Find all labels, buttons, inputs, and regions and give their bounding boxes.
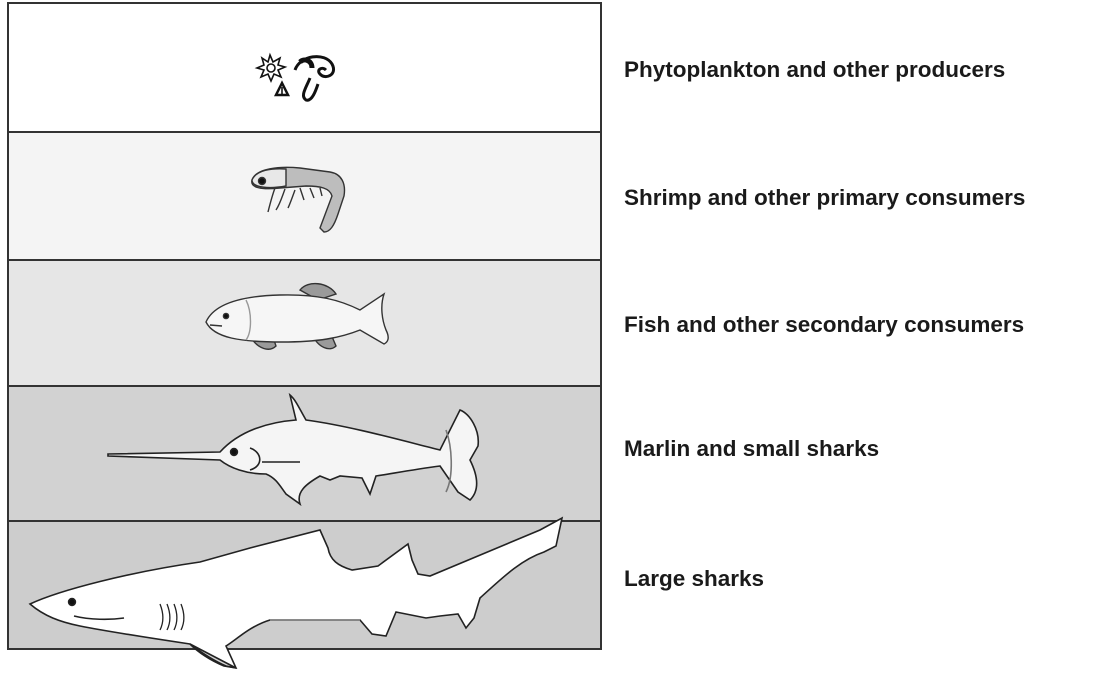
marlin-icon	[108, 395, 478, 504]
large-shark-icon	[30, 518, 562, 668]
fish-icon	[206, 284, 388, 350]
phytoplankton-icon	[257, 55, 334, 100]
tier-label-primary-consumers: Shrimp and other primary consumers	[624, 185, 1025, 211]
tier-label-secondary-consumers: Fish and other secondary consumers	[624, 312, 1024, 338]
tier-label-marlin-small-sharks: Marlin and small sharks	[624, 436, 879, 462]
tier-label-producers: Phytoplankton and other producers	[624, 57, 1005, 83]
shrimp-icon	[252, 167, 345, 232]
tier-label-large-sharks: Large sharks	[624, 566, 764, 592]
